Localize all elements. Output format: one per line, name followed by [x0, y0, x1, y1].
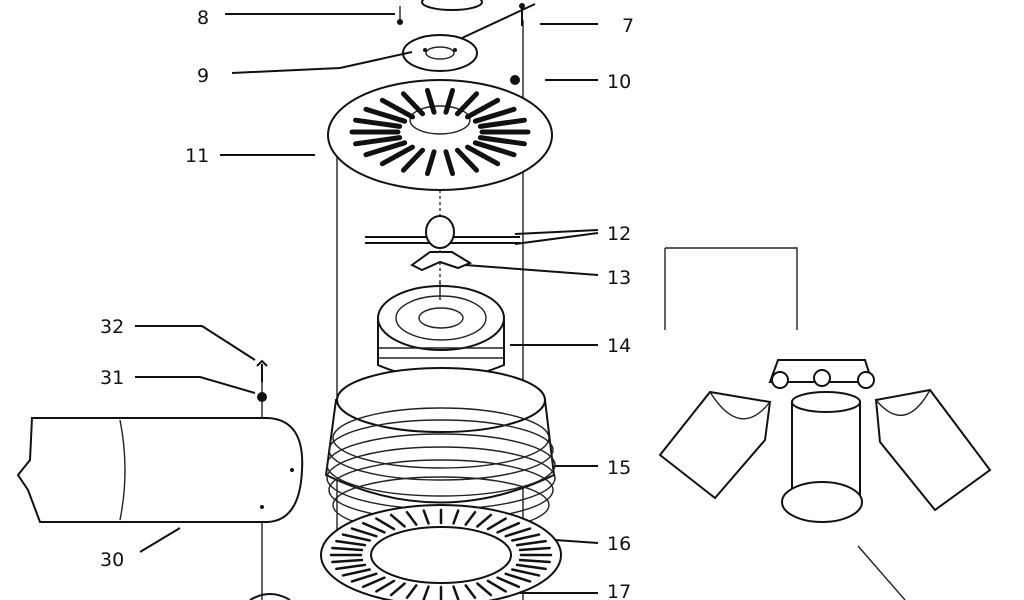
center-light-shade [781, 391, 863, 523]
part-17-bottom-plate [249, 593, 291, 600]
callout-13: 13 [607, 267, 631, 289]
vent-slot [331, 558, 364, 564]
vent-slot [400, 91, 426, 117]
vent-slot [476, 513, 493, 528]
vent-slot [405, 510, 418, 526]
vent-slot [518, 558, 551, 564]
vent-slot [465, 97, 501, 120]
vent-slot [486, 579, 507, 593]
left-light-shade [658, 390, 772, 500]
vent-slot [454, 91, 480, 117]
vent-slot [464, 584, 477, 600]
callout-32: 32 [100, 316, 124, 338]
vent-slot [424, 87, 437, 115]
vent-slot [518, 546, 551, 552]
vent-slot [353, 135, 403, 147]
callout-10: 10 [607, 71, 631, 93]
vent-slot [375, 517, 396, 531]
vent-slot [363, 106, 408, 124]
part-12-hub-bracket [365, 215, 520, 249]
callout-11: 11 [185, 145, 209, 167]
part-30-blade [16, 417, 304, 523]
vent-slot [389, 582, 406, 597]
vent-slot [405, 584, 418, 600]
leader-lines [135, 3, 599, 594]
vent-slot [472, 106, 517, 124]
right-light-shade [874, 388, 992, 512]
part-10-nut [510, 75, 520, 85]
vent-slot [379, 97, 415, 120]
vent-slot [361, 576, 386, 589]
vent-slot [400, 147, 426, 173]
vent-slot [422, 509, 430, 525]
callout-16: 16 [607, 533, 631, 555]
vent-slot [496, 521, 521, 534]
vent-slot [375, 579, 396, 593]
vent-slot [335, 563, 367, 571]
callout-17: 17 [607, 581, 631, 600]
callout-7: 7 [622, 15, 634, 37]
part-11-cover-plate [327, 79, 553, 191]
vent-slot [350, 527, 378, 538]
vent-slot [486, 517, 507, 531]
part-32-screw [256, 359, 268, 382]
vent-slot [363, 140, 408, 158]
vent-slot [389, 513, 406, 528]
vent-slot [452, 509, 460, 525]
vent-slot [476, 582, 493, 597]
vent-slot [452, 585, 460, 600]
callout-14: 14 [607, 335, 631, 357]
part-9-washer [402, 34, 478, 72]
vent-slot [379, 144, 415, 167]
vent-slot [477, 135, 527, 147]
vent-slot [515, 563, 547, 571]
light-kit-assembly [658, 247, 992, 600]
vent-slot [353, 117, 403, 129]
vent-slot [350, 572, 378, 583]
part-7-pin [519, 3, 525, 26]
vent-slot [341, 533, 371, 542]
vent-slot [424, 149, 437, 177]
vent-slot [422, 585, 430, 600]
vent-slot [504, 527, 532, 538]
callout-12: 12 [607, 223, 631, 245]
vent-slot [341, 568, 371, 577]
vent-slot [472, 140, 517, 158]
vent-slot [511, 533, 541, 542]
callout-numbers: 8 7 9 10 11 12 13 14 15 16 17 32 31 30 [100, 7, 634, 600]
vent-slot [443, 149, 456, 177]
callout-31: 31 [100, 367, 124, 389]
vent-slot [477, 117, 527, 129]
vent-slot [331, 546, 364, 552]
callout-8: 8 [197, 7, 209, 29]
callout-30: 30 [100, 549, 124, 571]
part-8-screw [397, 0, 483, 25]
vent-slot [515, 539, 547, 547]
callout-15: 15 [607, 457, 631, 479]
vent-slot [454, 147, 480, 173]
vent-slot [496, 576, 521, 589]
part-31-washer [257, 392, 267, 402]
vent-slot [443, 87, 456, 115]
vent-slot [335, 539, 367, 547]
vent-slot [504, 572, 532, 583]
callout-9: 9 [197, 65, 209, 87]
part-15-motor-housing [324, 367, 556, 534]
vent-slot [511, 568, 541, 577]
vent-slot [465, 144, 501, 167]
vent-slot [464, 510, 477, 526]
part-13-star-bracket [410, 251, 473, 272]
part-14-motor [377, 282, 505, 380]
part-16-slotted-ring [320, 504, 562, 600]
vent-slot [361, 521, 386, 534]
